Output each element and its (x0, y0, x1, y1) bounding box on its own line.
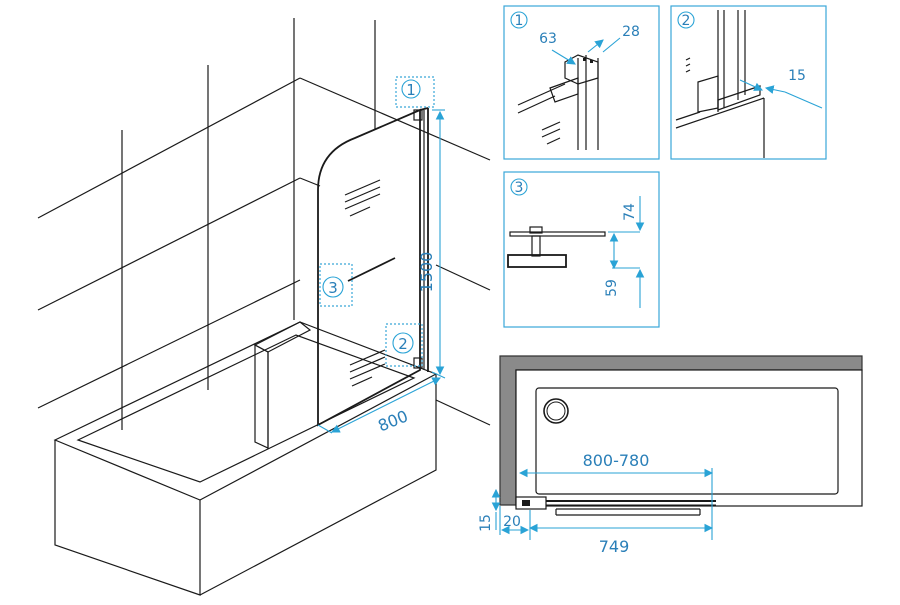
detail-3-dim-b: 59 (604, 279, 620, 297)
detail-2-panel: 2 15 (670, 5, 827, 160)
hinge-plan (515, 496, 547, 510)
svg-text:1: 1 (406, 81, 416, 99)
isometric-view: 1500 800 1 3 2 (37, 18, 491, 596)
towel-rail (347, 257, 396, 282)
dim-width-label: 800 (375, 406, 410, 435)
bottom-bracket (413, 357, 423, 369)
detail-3-badge: 3 (515, 180, 524, 196)
wall-tiles (37, 18, 491, 430)
callout-1[interactable]: 1 (395, 76, 435, 108)
plan-dim-wall-gap: 20 (503, 514, 521, 530)
dim-height-label: 1500 (417, 252, 436, 293)
svg-text:2: 2 (398, 335, 408, 353)
plan-dim-side: 15 (478, 514, 494, 532)
detail-2-badge: 2 (682, 13, 691, 29)
plan-dim-range: 800-780 (583, 451, 650, 470)
plan-dim-width: 749 (599, 537, 630, 556)
svg-text:3: 3 (328, 279, 338, 297)
callout-2[interactable]: 2 (385, 323, 423, 367)
detail-1-dim-b: 28 (622, 24, 640, 40)
tub-inner (535, 387, 839, 495)
glass-reflection-top (344, 179, 381, 217)
callout-3[interactable]: 3 (319, 263, 353, 307)
top-bracket (413, 109, 423, 121)
detail-1-panel: 1 63 28 (503, 5, 660, 160)
plan-view: 800-780 749 20 15 (478, 355, 863, 556)
detail-2-dim-a: 15 (788, 68, 806, 84)
detail-1-dim-a: 63 (539, 31, 557, 47)
dim-height: 1500 (417, 109, 446, 379)
detail-3-panel: 3 74 59 (503, 171, 660, 328)
glass-screen (317, 107, 429, 427)
detail-1-badge: 1 (515, 13, 524, 29)
glass-reflection-bottom (349, 349, 386, 387)
bathtub (53, 321, 438, 596)
detail-3-dim-a: 74 (622, 203, 638, 221)
